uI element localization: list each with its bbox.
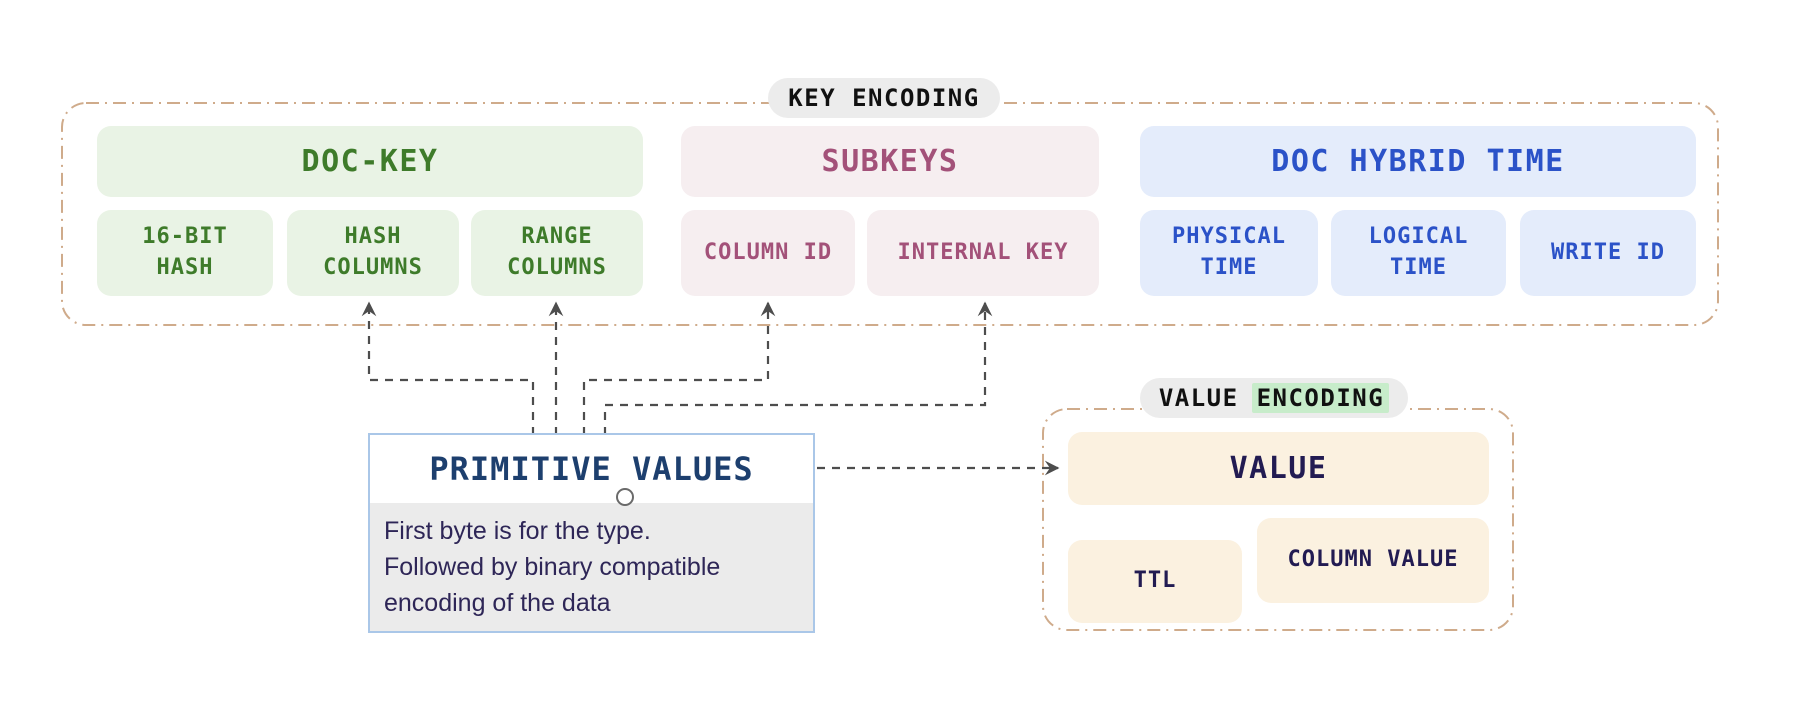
doc-hybrid-time-header: DOC HYBRID TIME (1140, 126, 1696, 197)
box-physical-time: PHYSICAL TIME (1140, 210, 1318, 296)
primitive-values-description: First byte is for the type. Followed by … (370, 503, 813, 631)
primitive-values-title: PRIMITIVE VALUES (429, 450, 754, 488)
box-16-bit-hash: 16-BIT HASH (97, 210, 273, 296)
value-encoding-label: VALUE ENCODING (1140, 378, 1408, 418)
connector-primitive-to-column-id (582, 301, 776, 435)
box-ttl: TTL (1068, 540, 1242, 623)
box-column-id: COLUMN ID (681, 210, 855, 296)
key-encoding-label: KEY ENCODING (768, 78, 1000, 118)
connector-primitive-to-hash-columns (361, 301, 535, 435)
box-write-id: WRITE ID (1520, 210, 1696, 296)
key-encoding-label-text: KEY ENCODING (788, 84, 980, 112)
primitive-values-box: PRIMITIVE VALUES First byte is for the t… (368, 433, 815, 633)
value-header: VALUE (1068, 432, 1489, 505)
doc-key-header: DOC-KEY (97, 126, 643, 197)
box-hash-columns: HASH COLUMNS (287, 210, 459, 296)
value-encoding-frame (1042, 408, 1514, 631)
connector-primitive-to-internal-key (603, 301, 993, 435)
value-encoding-label-text: VALUE (1158, 384, 1239, 412)
subkeys-header: SUBKEYS (681, 126, 1099, 197)
box-logical-time: LOGICAL TIME (1331, 210, 1506, 296)
box-range-columns: RANGE COLUMNS (471, 210, 643, 296)
connector-node-circle (616, 488, 634, 506)
value-encoding-label-highlight: ENCODING (1251, 383, 1390, 413)
box-internal-key: INTERNAL KEY (867, 210, 1099, 296)
box-column-value: COLUMN VALUE (1257, 518, 1489, 603)
